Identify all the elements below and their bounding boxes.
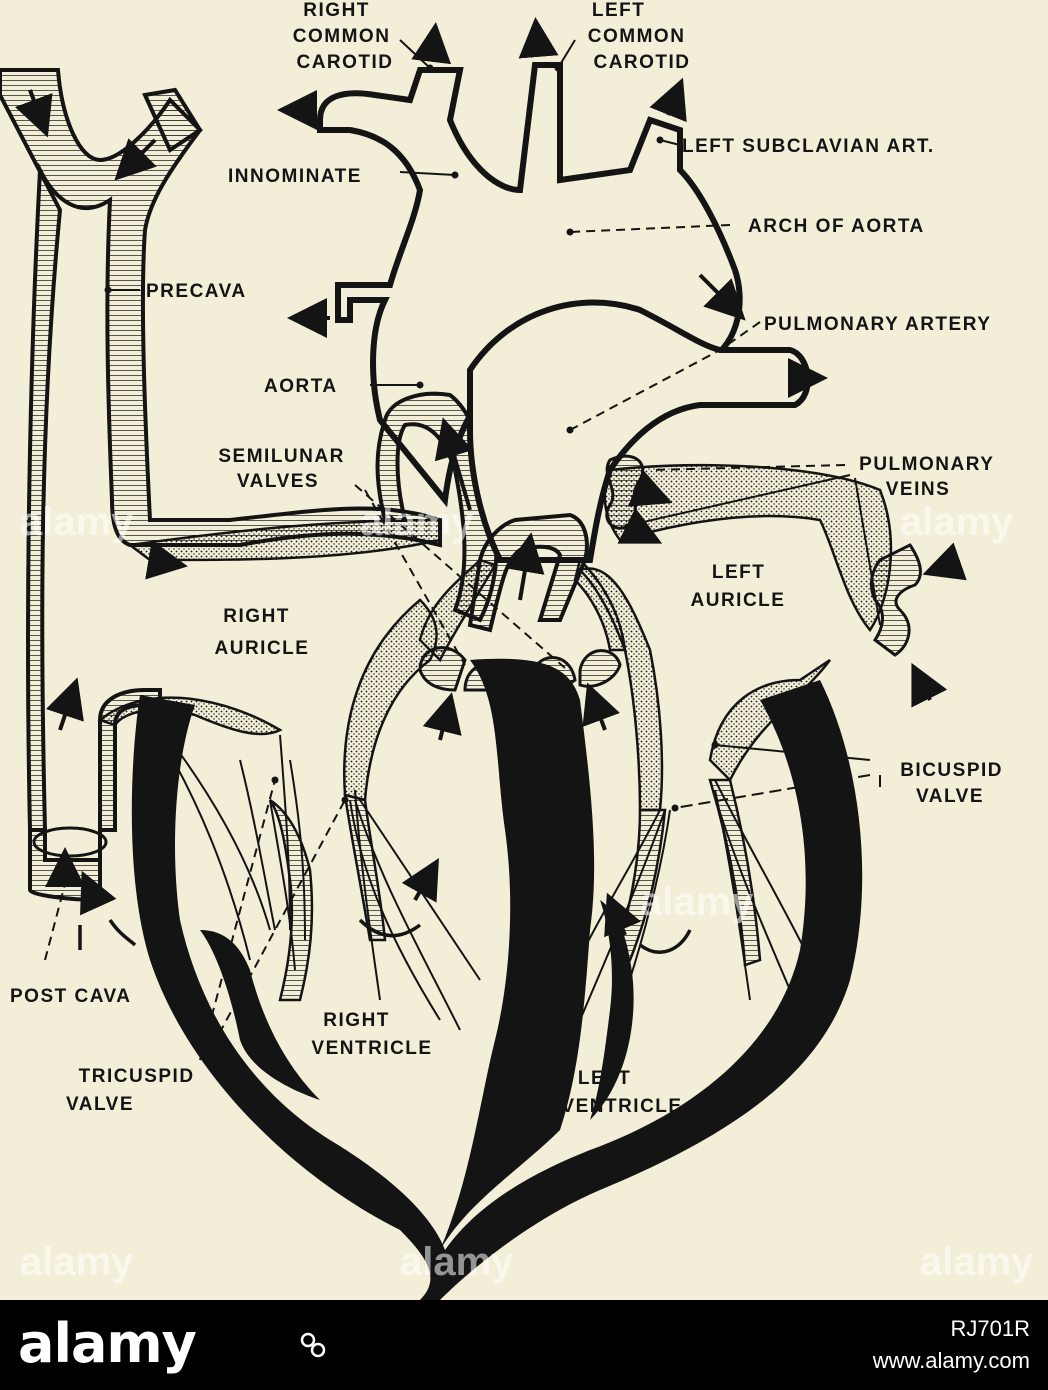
left-auricle-outer	[708, 658, 831, 783]
semilunar-ring	[418, 558, 497, 663]
footer-bar: alamy RJ701R www.alamy.com	[0, 1300, 1048, 1390]
diagram-area: RIGHT COMMON CAROTID LEFT COMMON CAROTID…	[0, 0, 1048, 1300]
right-trabecula	[200, 930, 320, 1100]
flow-arrows	[15, 17, 967, 938]
heart-diagram: RIGHT COMMON CAROTID LEFT COMMON CAROTID…	[0, 0, 1010, 1300]
pulmonary-trunk	[467, 512, 589, 633]
label-precava: PRECAVA	[146, 281, 247, 302]
label-left-auricle: LEFT AURICLE	[691, 562, 786, 611]
site-url[interactable]: www.alamy.com	[872, 1348, 1030, 1373]
semilunar-cusp-2	[463, 662, 517, 692]
label-left-common-carotid: LEFT COMMON CAROTID	[588, 0, 692, 73]
bicuspid-leaflet-left	[708, 778, 762, 967]
label-tricuspid-valve: TRICUSPID VALVE	[66, 1066, 201, 1115]
label-pulmonary-veins: PULMONARY VEINS	[859, 454, 1001, 500]
label-aorta: AORTA	[264, 376, 338, 397]
semilunar-cusp-4	[578, 649, 622, 688]
label-right-auricle: RIGHT AURICLE	[215, 606, 310, 659]
tricuspid-leaflet	[268, 798, 314, 1002]
curved-flow-strokes	[78, 918, 692, 954]
septum-upper	[490, 679, 558, 840]
right-auricle-lower	[97, 696, 283, 736]
semilunar-cusp-1	[418, 646, 467, 692]
ventricle-wall	[131, 680, 863, 1300]
label-arch-of-aorta: ARCH OF AORTA	[748, 216, 925, 237]
bicuspid-leaflet-right	[613, 808, 667, 962]
label-post-cava: POST CAVA	[10, 986, 132, 1007]
brand-logo[interactable]: alamy	[18, 1312, 197, 1375]
label-right-common-carotid: RIGHT COMMON CAROTID	[293, 0, 397, 73]
brand-mark-icon	[300, 1332, 326, 1358]
label-left-ventricle: LEFT VENTRICLE	[561, 1068, 682, 1117]
precava-branch	[142, 87, 203, 153]
label-innominate: INNOMINATE	[228, 166, 362, 187]
label-pulmonary-artery: PULMONARY ARTERY	[764, 314, 991, 335]
left-ventricle-chordae	[559, 779, 811, 1021]
pulmonary-vein-right	[869, 543, 922, 657]
right-auricle-wall	[126, 518, 442, 562]
label-left-subclavian: LEFT SUBCLAVIAN ART.	[682, 136, 935, 157]
label-semilunar-valves: SEMILUNAR VALVES	[218, 446, 351, 492]
semilunar-ring-right	[573, 557, 627, 652]
leader-lines	[44, 39, 881, 1061]
label-bicuspid-valve: BICUSPID VALVE	[900, 760, 1010, 807]
image-id: RJ701R	[950, 1316, 1030, 1341]
leader-dots	[66, 64, 719, 869]
label-right-ventricle: RIGHT VENTRICLE	[311, 1010, 432, 1059]
right-septal-leaflet	[343, 793, 387, 942]
